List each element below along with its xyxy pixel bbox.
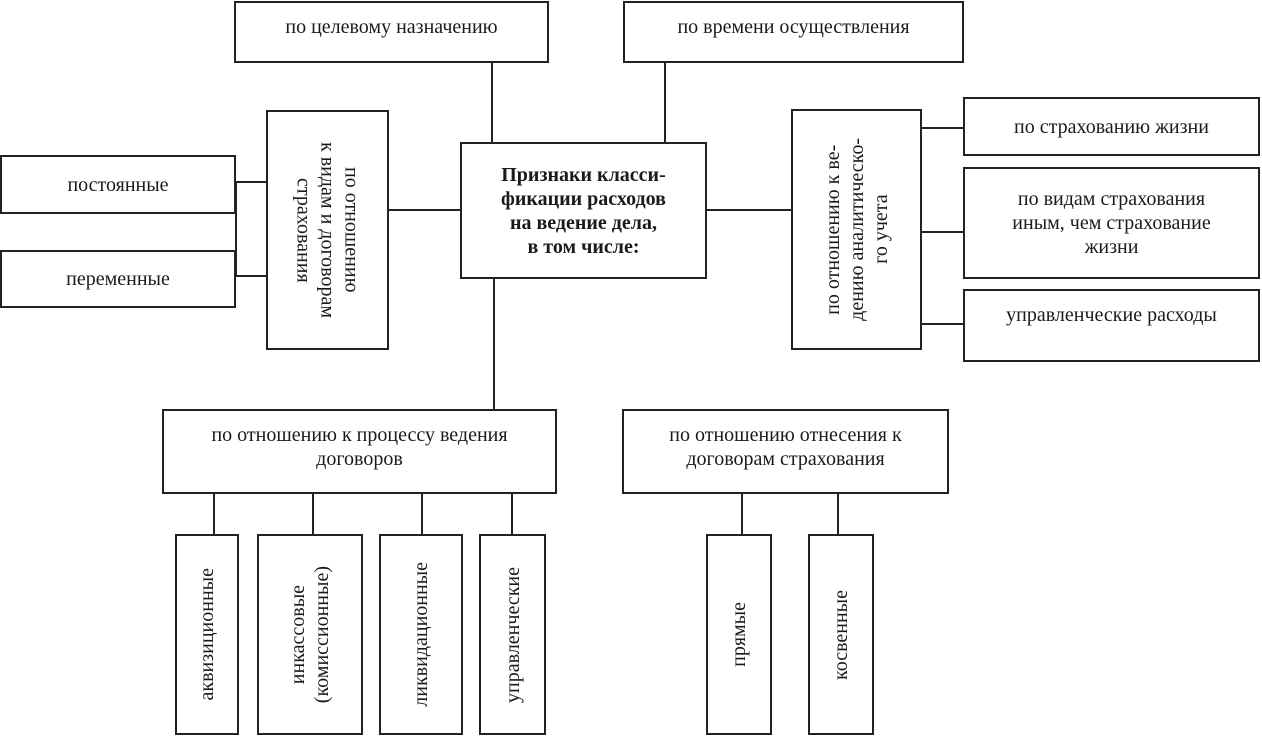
- assignment-label: по отношению отнесения к договорам страх…: [669, 424, 902, 470]
- management-expenses-label: управленческие расходы: [1006, 304, 1217, 326]
- managerial-box: управленческие: [479, 534, 546, 735]
- center-box: Признаки класси- фикации расходов на вед…: [460, 142, 707, 279]
- liquidation-label: ликвидационные: [410, 562, 432, 707]
- contract-process-box: по отношению к процессу ведения договоро…: [162, 409, 557, 494]
- by-time-label: по времени осуществления: [677, 16, 910, 38]
- life-insurance-box: по страхованию жизни: [963, 97, 1260, 156]
- analytical-box: по отношению к ве- дению аналитическо- г…: [791, 109, 922, 350]
- analytical-label: по отношению к ве- дению аналитическо- г…: [821, 138, 892, 321]
- assignment-box: по отношению отнесения к договорам страх…: [622, 409, 949, 494]
- liquidation-box: ликвидационные: [379, 534, 463, 735]
- life-insurance-label: по страхованию жизни: [1014, 115, 1209, 138]
- collection-box: инкассовые (комиссионные): [257, 534, 363, 735]
- insurance-types-box: по отношению к видам и договорам страхов…: [266, 110, 389, 350]
- other-insurance-label: по видам страхования иным, чем страхован…: [1012, 188, 1211, 258]
- indirect-box: косвенные: [808, 534, 874, 735]
- by-purpose-box: по целевому назначению: [234, 1, 549, 63]
- other-insurance-box: по видам страхования иным, чем страхован…: [963, 167, 1260, 279]
- acquisition-label: аквизиционные: [196, 568, 218, 701]
- indirect-label: косвенные: [830, 589, 852, 680]
- direct-box: прямые: [706, 534, 772, 735]
- variable-box: переменные: [0, 250, 236, 308]
- constant-box: постоянные: [0, 155, 236, 214]
- management-expenses-box: управленческие расходы: [963, 289, 1260, 362]
- by-time-box: по времени осуществления: [623, 1, 964, 63]
- by-purpose-label: по целевому назначению: [285, 16, 498, 38]
- direct-label: прямые: [728, 602, 750, 667]
- managerial-label: управленческие: [501, 566, 524, 703]
- variable-label: переменные: [66, 268, 170, 290]
- acquisition-box: аквизиционные: [175, 534, 239, 735]
- collection-label: инкассовые (комиссионные): [287, 565, 333, 704]
- center-label: Признаки класси- фикации расходов на вед…: [501, 163, 666, 258]
- constant-label: постоянные: [67, 173, 169, 196]
- contract-process-label: по отношению к процессу ведения договоро…: [211, 424, 508, 470]
- insurance-types-label: по отношению к видам и договорам страхов…: [292, 142, 363, 318]
